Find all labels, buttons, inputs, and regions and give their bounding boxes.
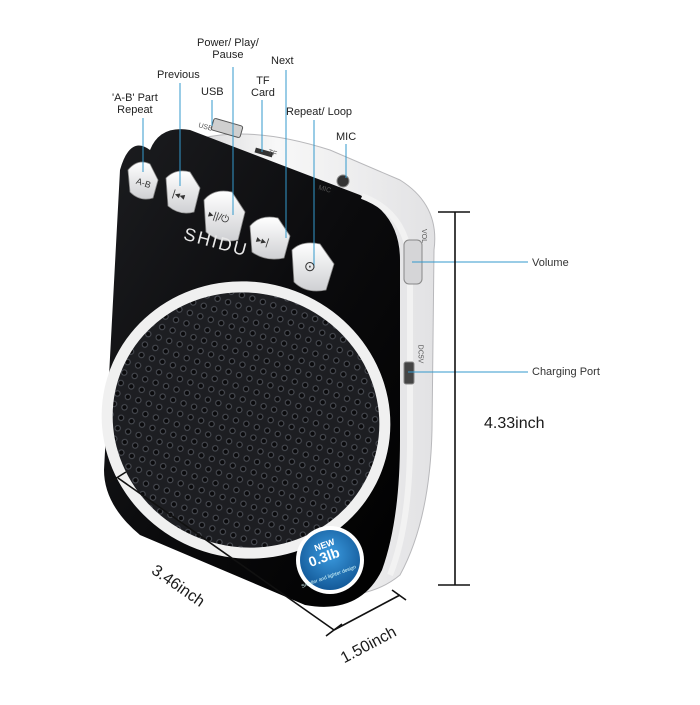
callout-repeat-loop: Repeat/ Loop — [286, 106, 353, 118]
new-badge — [296, 526, 364, 594]
callout-lines — [142, 67, 528, 373]
button-repeat[interactable] — [291, 242, 335, 292]
callout-volume: Volume — [532, 257, 569, 269]
callout-power: Power/ Play/ Pause — [197, 37, 259, 61]
callout-mic: MIC — [336, 131, 357, 143]
callout-tf-card: TF Card — [251, 75, 275, 99]
callout-power-line1: Power/ Play/ — [197, 37, 259, 49]
callout-ab-repeat-line1: 'A-B' Part — [112, 92, 158, 104]
button-next[interactable] — [249, 216, 291, 260]
callout-usb: USB — [201, 86, 224, 98]
callout-charging-port: Charging Port — [532, 366, 600, 378]
dimension-lines — [109, 211, 470, 637]
button-ab[interactable] — [127, 161, 159, 200]
callout-tf-line2: Card — [251, 87, 275, 99]
usb-port — [210, 118, 244, 138]
callout-next: Next — [271, 55, 294, 67]
repeat-icon[interactable]: ⊙ — [304, 258, 316, 274]
charging-port — [403, 361, 415, 385]
body-rim — [360, 193, 413, 577]
mic-jack — [336, 174, 350, 188]
button-previous[interactable] — [165, 170, 201, 214]
vol-port-label: VOL — [420, 228, 428, 244]
button-play-power[interactable] — [203, 190, 246, 242]
dimension-height: 4.33inch — [484, 415, 545, 432]
callout-ab-repeat-line2: Repeat — [117, 104, 153, 116]
speaker-grille — [112, 292, 380, 548]
callout-ab-repeat: 'A-B' Part Repeat — [112, 92, 158, 116]
callout-power-line2: Pause — [212, 49, 244, 61]
callout-previous: Previous — [157, 69, 200, 81]
dc-port-label: DC5V — [416, 344, 424, 364]
tf-card-slot — [254, 147, 274, 158]
callout-tf-line1: TF — [256, 75, 270, 87]
